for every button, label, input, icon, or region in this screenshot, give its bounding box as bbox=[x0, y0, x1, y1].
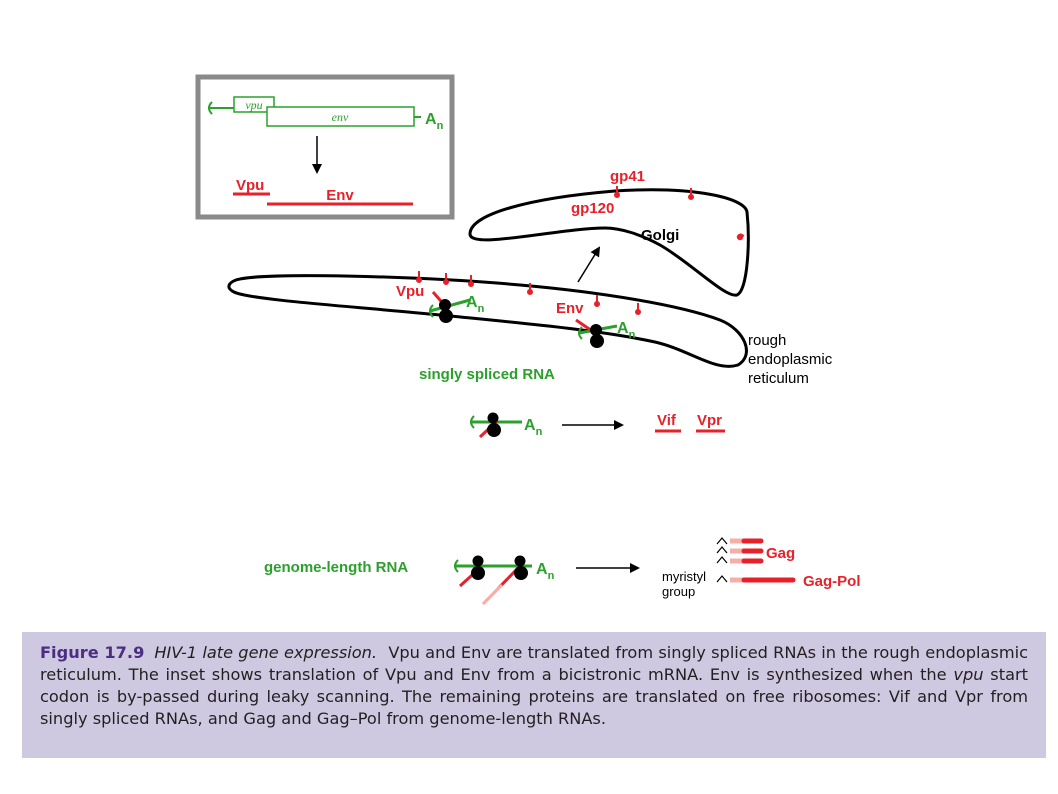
inset-polya: An bbox=[425, 111, 444, 132]
gag-pol-product: Gag-Pol bbox=[716, 573, 861, 590]
golgi: gp41 gp120 Golgi bbox=[468, 168, 750, 297]
er-polya-1: An bbox=[466, 294, 485, 315]
genome-length: genome-length RNA An Gag bbox=[264, 537, 861, 606]
er-ribosome-vpu: Vpu An bbox=[396, 283, 485, 323]
inset-env-protein: Env bbox=[326, 187, 354, 204]
free-polya-1: An bbox=[524, 417, 543, 438]
genome-polya: An bbox=[536, 561, 555, 582]
myristyl-label-line2: group bbox=[662, 584, 695, 599]
inset-vpu-protein: Vpu bbox=[236, 177, 264, 194]
gp41-label: gp41 bbox=[610, 168, 645, 185]
inset-box: vpu env An Vpu Env bbox=[195, 74, 455, 220]
er-to-golgi-arrow bbox=[577, 246, 601, 283]
figure-caption: Figure 17.9 HIV-1 late gene expression. V… bbox=[22, 632, 1046, 758]
cap-icon bbox=[208, 101, 234, 115]
singly-spliced-rna-label: singly spliced RNA bbox=[419, 366, 555, 383]
er-label-line1: rough bbox=[748, 332, 786, 349]
er-membrane bbox=[227, 274, 748, 368]
gag-label: Gag bbox=[766, 545, 795, 562]
gag-pol-label: Gag-Pol bbox=[803, 573, 861, 590]
golgi-membrane bbox=[468, 188, 750, 297]
hiv-late-gene-expression-diagram: vpu env An Vpu Env gp41 gp120 Golgi bbox=[195, 74, 861, 606]
er-label-line2: endoplasmic bbox=[748, 351, 833, 368]
golgi-label: Golgi bbox=[641, 227, 679, 244]
er-membrane-proteins bbox=[416, 271, 641, 315]
rough-er: Vpu An Env An rough endoplasmic reticulu… bbox=[227, 271, 833, 387]
myristyl-label-line1: myristyl bbox=[662, 569, 706, 584]
vif-label: Vif bbox=[657, 412, 677, 429]
vpu-gene-label: vpu bbox=[245, 98, 262, 112]
figure-title: HIV-1 late gene expression. bbox=[154, 643, 378, 662]
caption-italic-vpu: vpu bbox=[953, 665, 984, 684]
caption-text-2: start codon is by-passed during leaky sc… bbox=[40, 665, 1028, 728]
vpr-label: Vpr bbox=[697, 412, 722, 429]
free-singly-spliced: An Vif Vpr bbox=[470, 412, 725, 439]
gp120-label: gp120 bbox=[571, 200, 614, 217]
er-polya-2: An bbox=[617, 320, 636, 341]
figure-number: Figure 17.9 bbox=[40, 643, 145, 662]
env-gene-label: env bbox=[332, 110, 349, 124]
gag-products: Gag bbox=[716, 537, 795, 564]
vpu-gene-box bbox=[233, 96, 275, 113]
er-label-line3: reticulum bbox=[748, 370, 809, 387]
er-ribosome-env: Env An bbox=[556, 300, 636, 348]
caption-text-1: Vpu and Env are translated from singly s… bbox=[40, 643, 1028, 684]
genome-rna-label: genome-length RNA bbox=[264, 559, 408, 576]
er-vpu-label: Vpu bbox=[396, 283, 424, 300]
golgi-glycoproteins bbox=[614, 186, 745, 241]
er-env-label: Env bbox=[556, 300, 584, 317]
